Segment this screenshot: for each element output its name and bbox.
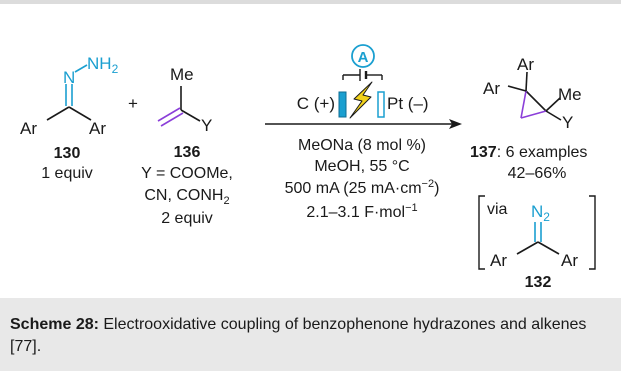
caption-label: Scheme 28: [10,316,99,333]
intermediate-132: via N2 Ar Ar 132 [478,195,596,291]
ring-bond-top-right [525,90,547,112]
methyl-label: Me [558,85,582,104]
bond-to-me [545,97,561,112]
bond-cc-double-1 [157,107,181,122]
product-summary: 137: 6 examples [470,144,587,161]
cell-label-circle [351,44,375,68]
condition-line-1: MeONa (8 mol %) [298,137,426,154]
hydrazone-130: N NH2 Ar Ar 130 1 equiv [20,54,119,182]
equiv-136: 2 equiv [161,210,213,227]
ring-bond-left [520,90,527,119]
scheme-caption: Scheme 28: Electrooxidative coupling of … [10,314,610,358]
compound-number-130: 130 [54,145,81,162]
scheme-panel: N NH2 Ar Ar 130 1 equiv + Me Y 136 Y = C… [0,0,621,291]
equiv-130: 1 equiv [41,165,93,182]
ar-left-label: Ar [20,119,37,138]
group-nh2: NH2 [87,54,119,76]
reaction-arrow-head [449,119,462,129]
via-label: via [487,201,508,218]
bond-cc-double-2 [160,112,184,127]
condition-line-3: 500 mA (25 mA·cm−2) [285,178,440,197]
methyl-label: Me [170,65,194,84]
platinum-cathode [377,91,385,118]
condition-line-2: MeOH, 55 °C [314,158,409,175]
bond-to-ar-left [507,85,527,92]
y-label: Y [562,113,573,132]
cathode-label: Pt (–) [387,94,429,113]
electrochemical-cell: A C (+) Pt (–) [297,44,429,119]
bond-ar-left [46,106,70,121]
ar-left-label: Ar [483,79,500,98]
product-yield: 42–66% [508,165,567,182]
carbon-anode [338,91,347,118]
bond-ar-right [537,241,560,255]
reaction-scheme: N NH2 Ar Ar 130 1 equiv + Me Y 136 Y = C… [20,44,596,291]
ar-right-label: Ar [89,119,106,138]
plus-sign: + [128,94,138,113]
anode-label: C (+) [297,94,335,113]
caption-body: Electrooxidative coupling of benzophenon… [10,316,587,355]
lightning-bolt-icon [349,81,373,119]
diazo-n2: N2 [531,202,550,224]
ar-top-label: Ar [517,55,534,74]
ar-right-label: Ar [561,251,578,270]
condition-line-4: 2.1–3.1 F·mol−1 [306,202,417,221]
bond-ar-right [68,106,92,121]
bond-to-ar-top [525,71,528,92]
y-definition-line2: CN, CONH2 [144,187,229,207]
bond-c-y [180,109,201,122]
reaction-conditions: MeONa (8 mol %) MeOH, 55 °C 500 mA (25 m… [285,137,440,221]
caption-panel: Scheme 28: Electrooxidative coupling of … [0,298,621,371]
bond-to-y [545,110,562,121]
bracket-left [478,195,485,270]
alkene-136: Me Y 136 Y = COOMe, CN, CONH2 2 equiv [141,65,233,227]
bond-nn [74,64,88,73]
ar-left-label: Ar [490,251,507,270]
y-definition-line1: Y = COOMe, [141,165,233,182]
y-label: Y [201,116,212,135]
compound-number-132: 132 [525,274,552,291]
compound-number-136: 136 [174,144,201,161]
bond-ar-left [516,241,539,255]
bracket-right [589,195,596,270]
ring-bond-bottom [520,110,547,119]
atom-n: N [63,68,75,87]
cell-label: A [358,49,369,66]
cyclopropane-137: Ar Ar Me Y 137: 6 examples 42–66% [470,55,587,182]
